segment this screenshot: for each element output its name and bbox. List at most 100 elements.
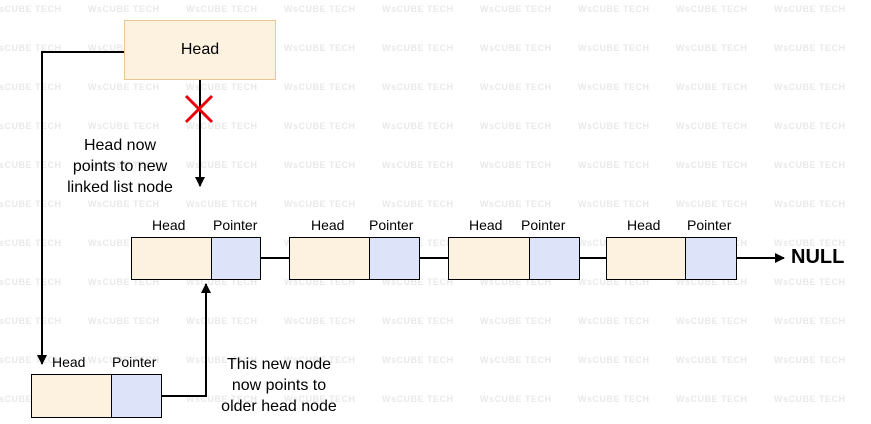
note-line: now points to xyxy=(231,377,327,394)
watermark-text: WsCUBE TECH xyxy=(88,355,160,365)
watermark-text: WsCUBE TECH xyxy=(382,4,454,14)
watermark-text: WsCUBE TECH xyxy=(382,355,454,365)
watermark-text: WsCUBE TECH xyxy=(480,82,552,92)
watermark-text: WsCUBE TECH xyxy=(284,355,356,365)
watermark-text: WsCUBE TECH xyxy=(0,160,62,170)
watermark-text: WsCUBE TECH xyxy=(578,121,650,131)
watermark-text: WsCUBE TECH xyxy=(676,277,748,287)
watermark-text: WsCUBE TECH xyxy=(774,238,846,248)
watermark-text: WsCUBE TECH xyxy=(186,277,258,287)
watermark-text: WsCUBE TECH xyxy=(676,4,748,14)
watermark-text: WsCUBE TECH xyxy=(186,355,258,365)
watermark-text: WsCUBE TECH xyxy=(0,355,62,365)
watermark-text: WsCUBE TECH xyxy=(0,316,62,326)
node-data-label: Head xyxy=(469,217,503,233)
watermark-text: WsCUBE TECH xyxy=(284,4,356,14)
watermark-text: WsCUBE TECH xyxy=(186,4,258,14)
watermark-text: WsCUBE TECH xyxy=(88,160,160,170)
watermark-text: WsCUBE TECH xyxy=(480,199,552,209)
watermark-text: WsCUBE TECH xyxy=(284,199,356,209)
watermark-text: WsCUBE TECH xyxy=(774,43,846,53)
new-node-data-label: Head xyxy=(52,354,86,370)
watermark-text: WsCUBE TECH xyxy=(774,316,846,326)
note-line: Head now xyxy=(83,137,157,154)
node-data-label: Head xyxy=(152,217,186,233)
node-pointer-label: Pointer xyxy=(687,217,732,233)
node-data-label: Head xyxy=(311,217,345,233)
watermark-text: WsCUBE TECH xyxy=(578,43,650,53)
head-new-link-arrow xyxy=(37,51,124,365)
new-node-link-arrow xyxy=(162,283,211,397)
watermark-text: WsCUBE TECH xyxy=(0,82,62,92)
watermark-text: WsCUBE TECH xyxy=(676,121,748,131)
node-pointer-cell xyxy=(685,237,737,280)
watermark-text: WsCUBE TECH xyxy=(186,82,258,92)
new-node-data-cell xyxy=(31,374,112,418)
node-data-cell xyxy=(606,237,686,280)
watermark-text: WsCUBE TECH xyxy=(0,121,62,131)
head-box-label: Head xyxy=(180,41,220,58)
watermark-text: WsCUBE TECH xyxy=(676,199,748,209)
watermark-text: WsCUBE TECH xyxy=(382,82,454,92)
note-line: older head node xyxy=(221,398,337,415)
null-terminal: NULL xyxy=(791,246,845,268)
watermark-text: WsCUBE TECH xyxy=(186,394,258,404)
watermark-text: WsCUBE TECH xyxy=(88,4,160,14)
watermark-text: WsCUBE TECH xyxy=(382,277,454,287)
watermark-text: WsCUBE TECH xyxy=(774,82,846,92)
watermark-text: WsCUBE TECH xyxy=(88,316,160,326)
watermark-text: WsCUBE TECH xyxy=(676,43,748,53)
watermark-text: WsCUBE TECH xyxy=(186,160,258,170)
watermark-text: WsCUBE TECH xyxy=(480,355,552,365)
node-pointer-cell xyxy=(211,237,261,280)
node-data-cell xyxy=(448,237,530,280)
watermark-text: WsCUBE TECH xyxy=(284,43,356,53)
watermark-text: WsCUBE TECH xyxy=(676,160,748,170)
watermark-text: WsCUBE TECH xyxy=(0,238,62,248)
watermark-text: WsCUBE TECH xyxy=(88,199,160,209)
watermark-text: WsCUBE TECH xyxy=(774,277,846,287)
node-data-cell xyxy=(289,237,370,280)
node-pointer-label: Pointer xyxy=(369,217,414,233)
watermark-text: WsCUBE TECH xyxy=(480,121,552,131)
node-pointer-label: Pointer xyxy=(213,217,258,233)
watermark-text: WsCUBE TECH xyxy=(0,394,61,404)
watermark-text: WsCUBE TECH xyxy=(88,82,160,92)
watermark-text: WsCUBE TECH xyxy=(480,277,552,287)
watermark-text: WsCUBE TECH xyxy=(284,394,356,404)
watermark-text: WsCUBE TECH xyxy=(186,316,258,326)
watermark-text: WsCUBE TECH xyxy=(480,4,552,14)
watermark-text: WsCUBE TECH xyxy=(676,82,748,92)
watermark-text: WsCUBE TECH xyxy=(774,199,846,209)
watermark-text: WsCUBE TECH xyxy=(578,82,650,92)
watermark-text: WsCUBE TECH xyxy=(382,316,454,326)
watermark-text: WsCUBE TECH xyxy=(480,160,552,170)
watermark-text: WsCUBE TECH xyxy=(578,4,650,14)
watermark-text: WsCUBE TECH xyxy=(186,199,258,209)
watermark-text: WsCUBE TECH xyxy=(774,160,846,170)
node-data-cell xyxy=(131,237,212,280)
new-node-note: This new node now points to older head n… xyxy=(214,354,344,417)
watermark-text: WsCUBE TECH xyxy=(382,43,454,53)
watermark-text: WsCUBE TECH xyxy=(676,355,748,365)
watermark-text: WsCUBE TECH xyxy=(578,394,650,404)
watermark-text: WsCUBE TECH xyxy=(284,82,356,92)
watermark-text: WsCUBE TECH xyxy=(578,316,650,326)
head-points-note: Head now points to new linked list node xyxy=(55,135,185,198)
watermark-text: WsCUBE TECH xyxy=(382,394,454,404)
node-pointer-cell xyxy=(369,237,420,280)
watermark-text: WsCUBE TECH xyxy=(774,394,846,404)
watermark-text: WsCUBE TECH xyxy=(284,121,356,131)
cross-icon xyxy=(184,94,214,124)
watermark-text: WsCUBE TECH xyxy=(284,277,356,287)
watermark-text: WsCUBE TECH xyxy=(774,355,846,365)
watermark-text: WsCUBE TECH xyxy=(0,4,62,14)
head-box: Head xyxy=(124,20,276,80)
note-line: linked list node xyxy=(67,179,173,196)
watermark-text: WsCUBE TECH xyxy=(0,277,62,287)
watermark-text: WsCUBE TECH xyxy=(774,4,846,14)
watermark-text: WsCUBE TECH xyxy=(88,238,160,248)
note-line: points to new xyxy=(72,158,168,175)
watermark-text: WsCUBE TECH xyxy=(480,43,552,53)
node-pointer-cell xyxy=(529,237,580,280)
